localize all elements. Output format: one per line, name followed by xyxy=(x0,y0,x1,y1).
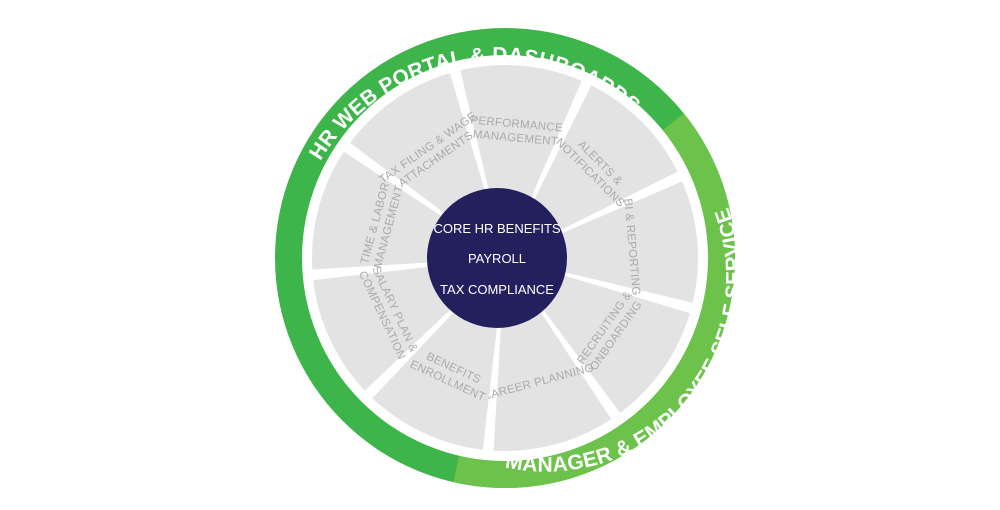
core: CORE HR BENEFITS PAYROLL TAX COMPLIANCE xyxy=(427,188,567,328)
core-circle xyxy=(427,188,567,328)
core-label-payroll: PAYROLL xyxy=(468,251,526,266)
segment-bi-and-reporting xyxy=(550,181,698,303)
segment-benefits-enrollment xyxy=(372,294,500,450)
core-label-tax-compliance: TAX COMPLIANCE xyxy=(440,282,554,297)
segment-tax-filing-and-wage-attachments xyxy=(350,73,491,229)
segment-alerts-and-notifications xyxy=(527,85,678,236)
core-label-core-hr-benefits: CORE HR BENEFITS xyxy=(433,221,560,236)
segment-performance-management xyxy=(460,65,582,213)
segment-time-and-labor-management xyxy=(312,151,464,270)
segment-recruiting-and-onboarding xyxy=(534,272,690,413)
segment-salary-plan-and-compensation xyxy=(313,263,469,391)
segment-career-planning xyxy=(493,299,612,451)
